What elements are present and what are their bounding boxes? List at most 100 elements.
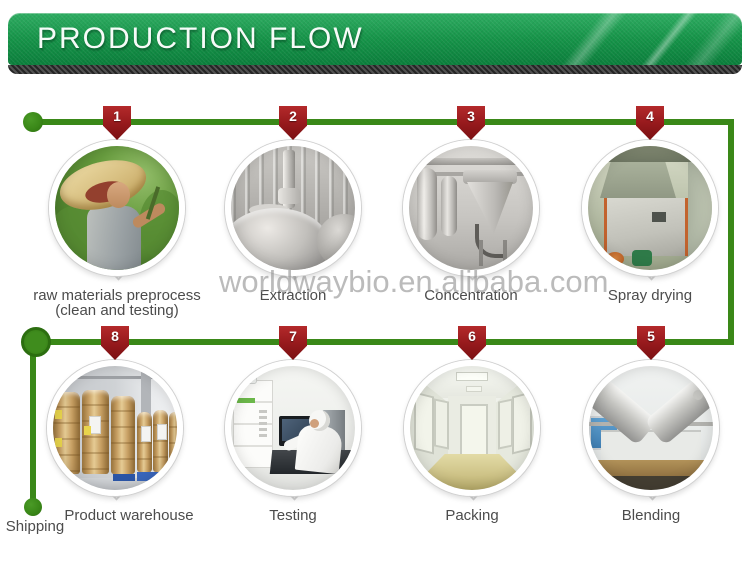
step-2-label: Extraction bbox=[259, 287, 327, 304]
pump-shape bbox=[606, 252, 624, 266]
header-banner: PRODUCTION FLOW bbox=[8, 13, 742, 74]
step-5: 5 Blending bbox=[561, 326, 741, 523]
wall-shape bbox=[688, 162, 712, 270]
step-number: 2 bbox=[289, 108, 297, 124]
yellow-sticker-shape bbox=[55, 410, 62, 419]
step-6: 6 Packing bbox=[382, 326, 562, 523]
center-pipe-shape bbox=[283, 150, 295, 208]
fiber-drum-shape bbox=[82, 390, 109, 474]
step-1-label: raw materials preprocess (clean and test… bbox=[33, 287, 201, 319]
ceiling-light-shape bbox=[466, 386, 482, 392]
support-leg-shape bbox=[503, 240, 507, 266]
flow-line-bottom bbox=[36, 339, 734, 345]
step-8: 8 bbox=[25, 326, 205, 523]
step-3: 3 Concentration bbox=[381, 106, 561, 303]
door-shape bbox=[414, 391, 434, 455]
dryer-body-shape bbox=[604, 198, 688, 256]
door-shape bbox=[460, 404, 488, 456]
photo-spray-dryer bbox=[588, 146, 712, 270]
blue-pallet-shape bbox=[113, 474, 135, 481]
axle-bar-shape bbox=[589, 422, 713, 426]
header-banner-background: PRODUCTION FLOW bbox=[8, 13, 742, 65]
step-4: 4 Spray drying bbox=[560, 106, 740, 303]
solvent-bottle-shape bbox=[239, 368, 257, 384]
step-5-label: Blending bbox=[621, 507, 681, 524]
technician-face-shape bbox=[310, 419, 319, 428]
step-7: 7 Testing bbox=[203, 326, 383, 523]
farmer-arm-shape bbox=[130, 201, 168, 230]
overhead-pipe-shape bbox=[409, 158, 533, 165]
step-number: 6 bbox=[468, 328, 476, 344]
step-6-number-badge: 6 bbox=[458, 326, 486, 360]
flow-start-dot bbox=[23, 112, 43, 132]
step-7-number-badge: 7 bbox=[279, 326, 307, 360]
vessel-top-shape bbox=[463, 170, 517, 184]
step-number: 8 bbox=[111, 328, 119, 344]
cylinder-shape bbox=[417, 168, 437, 240]
corridor-wall-shape bbox=[496, 372, 534, 490]
control-panel-shape bbox=[652, 212, 666, 222]
hplc-instrument-shape bbox=[233, 380, 273, 468]
door-shape bbox=[498, 398, 513, 450]
blender-cap-shape bbox=[693, 390, 703, 400]
instrument-buttons-shape bbox=[259, 410, 267, 440]
photo-packing-corridor bbox=[410, 366, 534, 490]
yellow-sticker-shape bbox=[84, 426, 91, 435]
wall-column-shape bbox=[141, 366, 151, 490]
fiber-drum-shape bbox=[169, 412, 177, 472]
drum-label-shape bbox=[89, 416, 101, 434]
step-2: 2 Extraction bbox=[203, 106, 383, 303]
shipping-label: Shipping bbox=[5, 518, 65, 535]
drum-label-shape bbox=[157, 424, 167, 440]
farmer-shirt-shape bbox=[87, 206, 141, 270]
ceiling-light-shape bbox=[456, 372, 488, 381]
step-5-number-badge: 5 bbox=[637, 326, 665, 360]
hose-shape bbox=[475, 224, 505, 258]
instrument-display-shape bbox=[237, 398, 255, 403]
door-shape bbox=[434, 398, 449, 450]
step-8-label: Product warehouse bbox=[64, 507, 194, 524]
step-4-label: Spray drying bbox=[607, 287, 693, 304]
fiber-drum-shape bbox=[153, 410, 168, 472]
step-8-photo-frame bbox=[47, 360, 183, 496]
blender-arm-shape bbox=[589, 378, 658, 446]
technician-coat-shape bbox=[294, 423, 344, 475]
flow-line-left bbox=[30, 345, 36, 505]
fiber-drum-shape bbox=[53, 392, 80, 474]
flow-end-dot bbox=[24, 498, 42, 516]
step-1-number-badge: 1 bbox=[103, 106, 131, 140]
ceiling-beam-shape bbox=[588, 146, 712, 162]
far-wall-shape bbox=[448, 396, 496, 454]
step-6-label: Packing bbox=[445, 507, 499, 524]
ceiling-line-shape bbox=[53, 376, 177, 379]
pump-shape bbox=[632, 250, 652, 266]
step-1: 1 raw materials preprocess (clean and te… bbox=[27, 106, 207, 318]
banner-shadow-strip bbox=[8, 65, 742, 74]
door-shape bbox=[512, 391, 532, 455]
blender-arm-shape bbox=[644, 378, 713, 446]
pipework-shape bbox=[231, 146, 355, 230]
hat-interior-shape bbox=[83, 177, 129, 207]
fiber-drum-shape bbox=[111, 396, 135, 474]
farmer-face-shape bbox=[107, 182, 130, 208]
step-1-photo-frame bbox=[49, 140, 185, 276]
drum-label-shape bbox=[141, 426, 151, 442]
funnel-cone-shape bbox=[467, 182, 513, 234]
step-2-number-badge: 2 bbox=[279, 106, 307, 140]
step-4-photo-frame bbox=[582, 140, 718, 276]
step-7-photo-frame bbox=[225, 360, 361, 496]
lab-desk-shape bbox=[269, 450, 355, 474]
step-3-photo-frame bbox=[403, 140, 539, 276]
step-number: 1 bbox=[113, 108, 121, 124]
step-8-number-badge: 8 bbox=[101, 326, 129, 360]
pipe-collar-shape bbox=[278, 188, 300, 204]
flow-line-right bbox=[728, 119, 734, 345]
ceiling-shape bbox=[410, 366, 534, 398]
yellow-sticker-shape bbox=[55, 438, 62, 447]
overhead-pipe-shape bbox=[409, 172, 533, 176]
photo-extraction-tanks bbox=[231, 146, 355, 270]
step-number: 3 bbox=[467, 108, 475, 124]
step-2-photo-frame bbox=[225, 140, 361, 276]
extraction-tank-shape bbox=[231, 208, 329, 270]
